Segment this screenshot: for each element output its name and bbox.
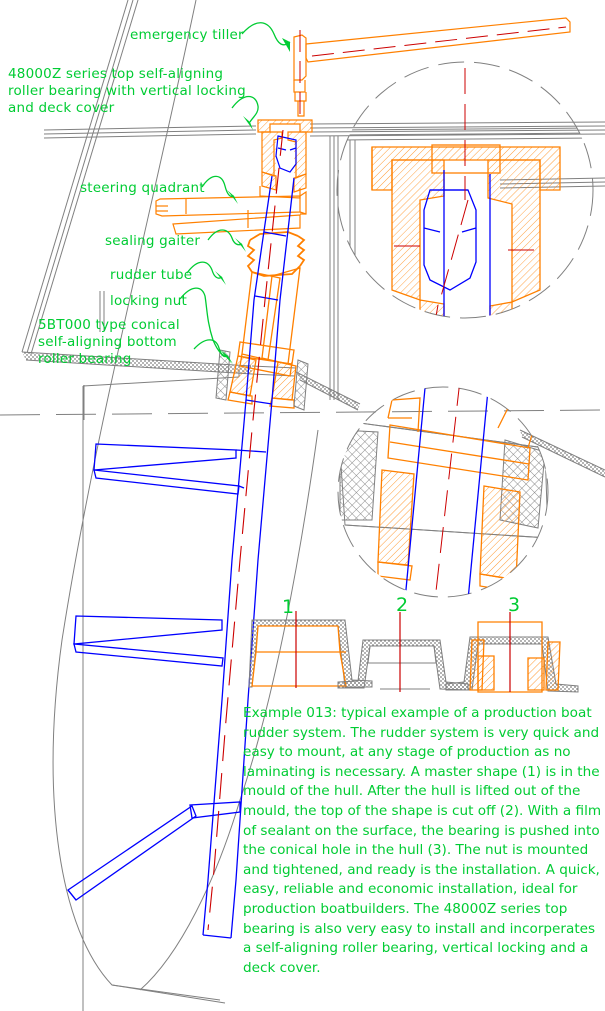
emergency-tiller-centerline <box>299 26 567 120</box>
callout-rudder-tube: rudder tube <box>110 267 193 283</box>
emergency-tiller <box>293 17 571 117</box>
detail-circle-top-bearing <box>336 61 594 319</box>
rudder-stock-head <box>275 135 297 173</box>
callout-bottom-bearing: 5BT000 type conical self-aligning bottom… <box>38 317 180 367</box>
installation-step-3 <box>445 612 579 693</box>
step-number-2: 2 <box>396 594 409 616</box>
waterline <box>0 409 605 416</box>
example-caption-text: Example 013: typical example of a produc… <box>243 705 602 976</box>
step-number-1: 1 <box>282 596 295 618</box>
callout-leader-lines <box>179 22 291 358</box>
hull-and-deck-structure <box>21 0 605 1011</box>
rudder-stock-centerline <box>207 129 284 931</box>
step-number-3: 3 <box>508 594 521 616</box>
callout-steering-quadrant: steering quadrant <box>80 180 205 196</box>
installation-step-2 <box>337 612 469 692</box>
installation-step-1 <box>248 611 373 688</box>
callout-sealing-gaiter: sealing gaiter <box>105 233 201 249</box>
callout-top-bearing: 48000Z series top self-aligning roller b… <box>8 66 246 116</box>
callout-emergency-tiller: emergency tiller <box>130 27 244 43</box>
rudder-stock <box>202 175 295 939</box>
callout-arrowheads <box>215 38 290 364</box>
rudder-blade-webs <box>67 443 267 901</box>
detail-circle-bottom-bearing <box>337 386 549 598</box>
callout-locking-nut: locking nut <box>110 293 188 309</box>
steering-quadrant <box>155 190 307 235</box>
